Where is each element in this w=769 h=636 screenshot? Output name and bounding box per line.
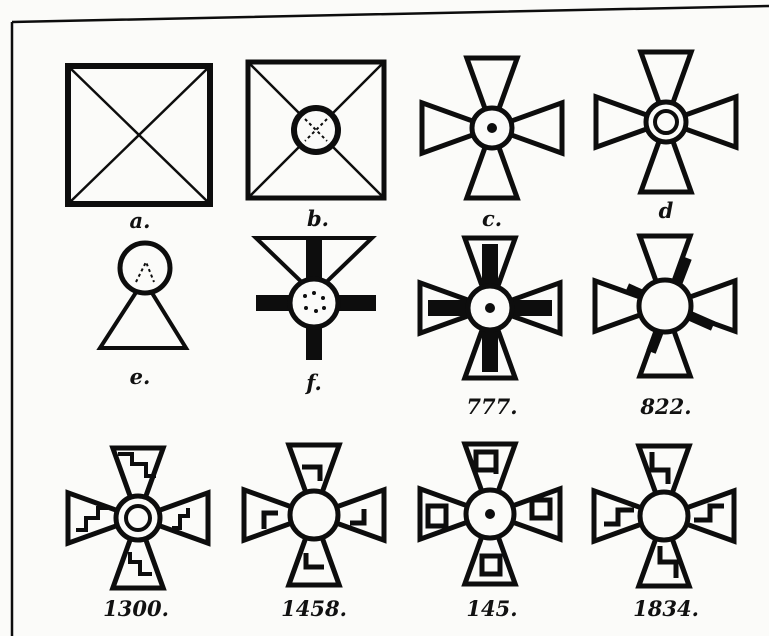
figure-d-cross	[596, 52, 736, 192]
figure-label-1300: 1300.	[103, 598, 169, 619]
figure-a-square-x	[68, 66, 210, 204]
figure-1834-cross	[594, 446, 734, 586]
figure-label-d: d	[659, 200, 674, 221]
figure-label-822: 822.	[640, 396, 691, 417]
figure-label-c: c.	[482, 208, 502, 229]
figure-label-a: a.	[130, 210, 151, 231]
figure-822-cross	[595, 236, 735, 376]
figure-145-cross	[420, 444, 560, 584]
figure-1300-cross	[68, 448, 208, 588]
figure-label-e: e.	[130, 366, 151, 387]
figure-label-1834: 1834.	[633, 598, 699, 619]
figure-label-145: 145.	[466, 598, 517, 619]
figure-f-triangle-cross	[256, 238, 376, 360]
figure-b-square-x-circle	[248, 62, 384, 198]
figure-label-f: f.	[306, 372, 322, 393]
figure-1458-cross	[244, 445, 384, 585]
figure-label-b: b.	[307, 208, 329, 229]
figure-c-cross	[422, 58, 562, 198]
figure-e-circle-triangle	[100, 243, 186, 348]
figure-777-cross	[420, 238, 560, 378]
figure-label-777: 777.	[466, 396, 517, 417]
figure-label-1458: 1458.	[281, 598, 347, 619]
